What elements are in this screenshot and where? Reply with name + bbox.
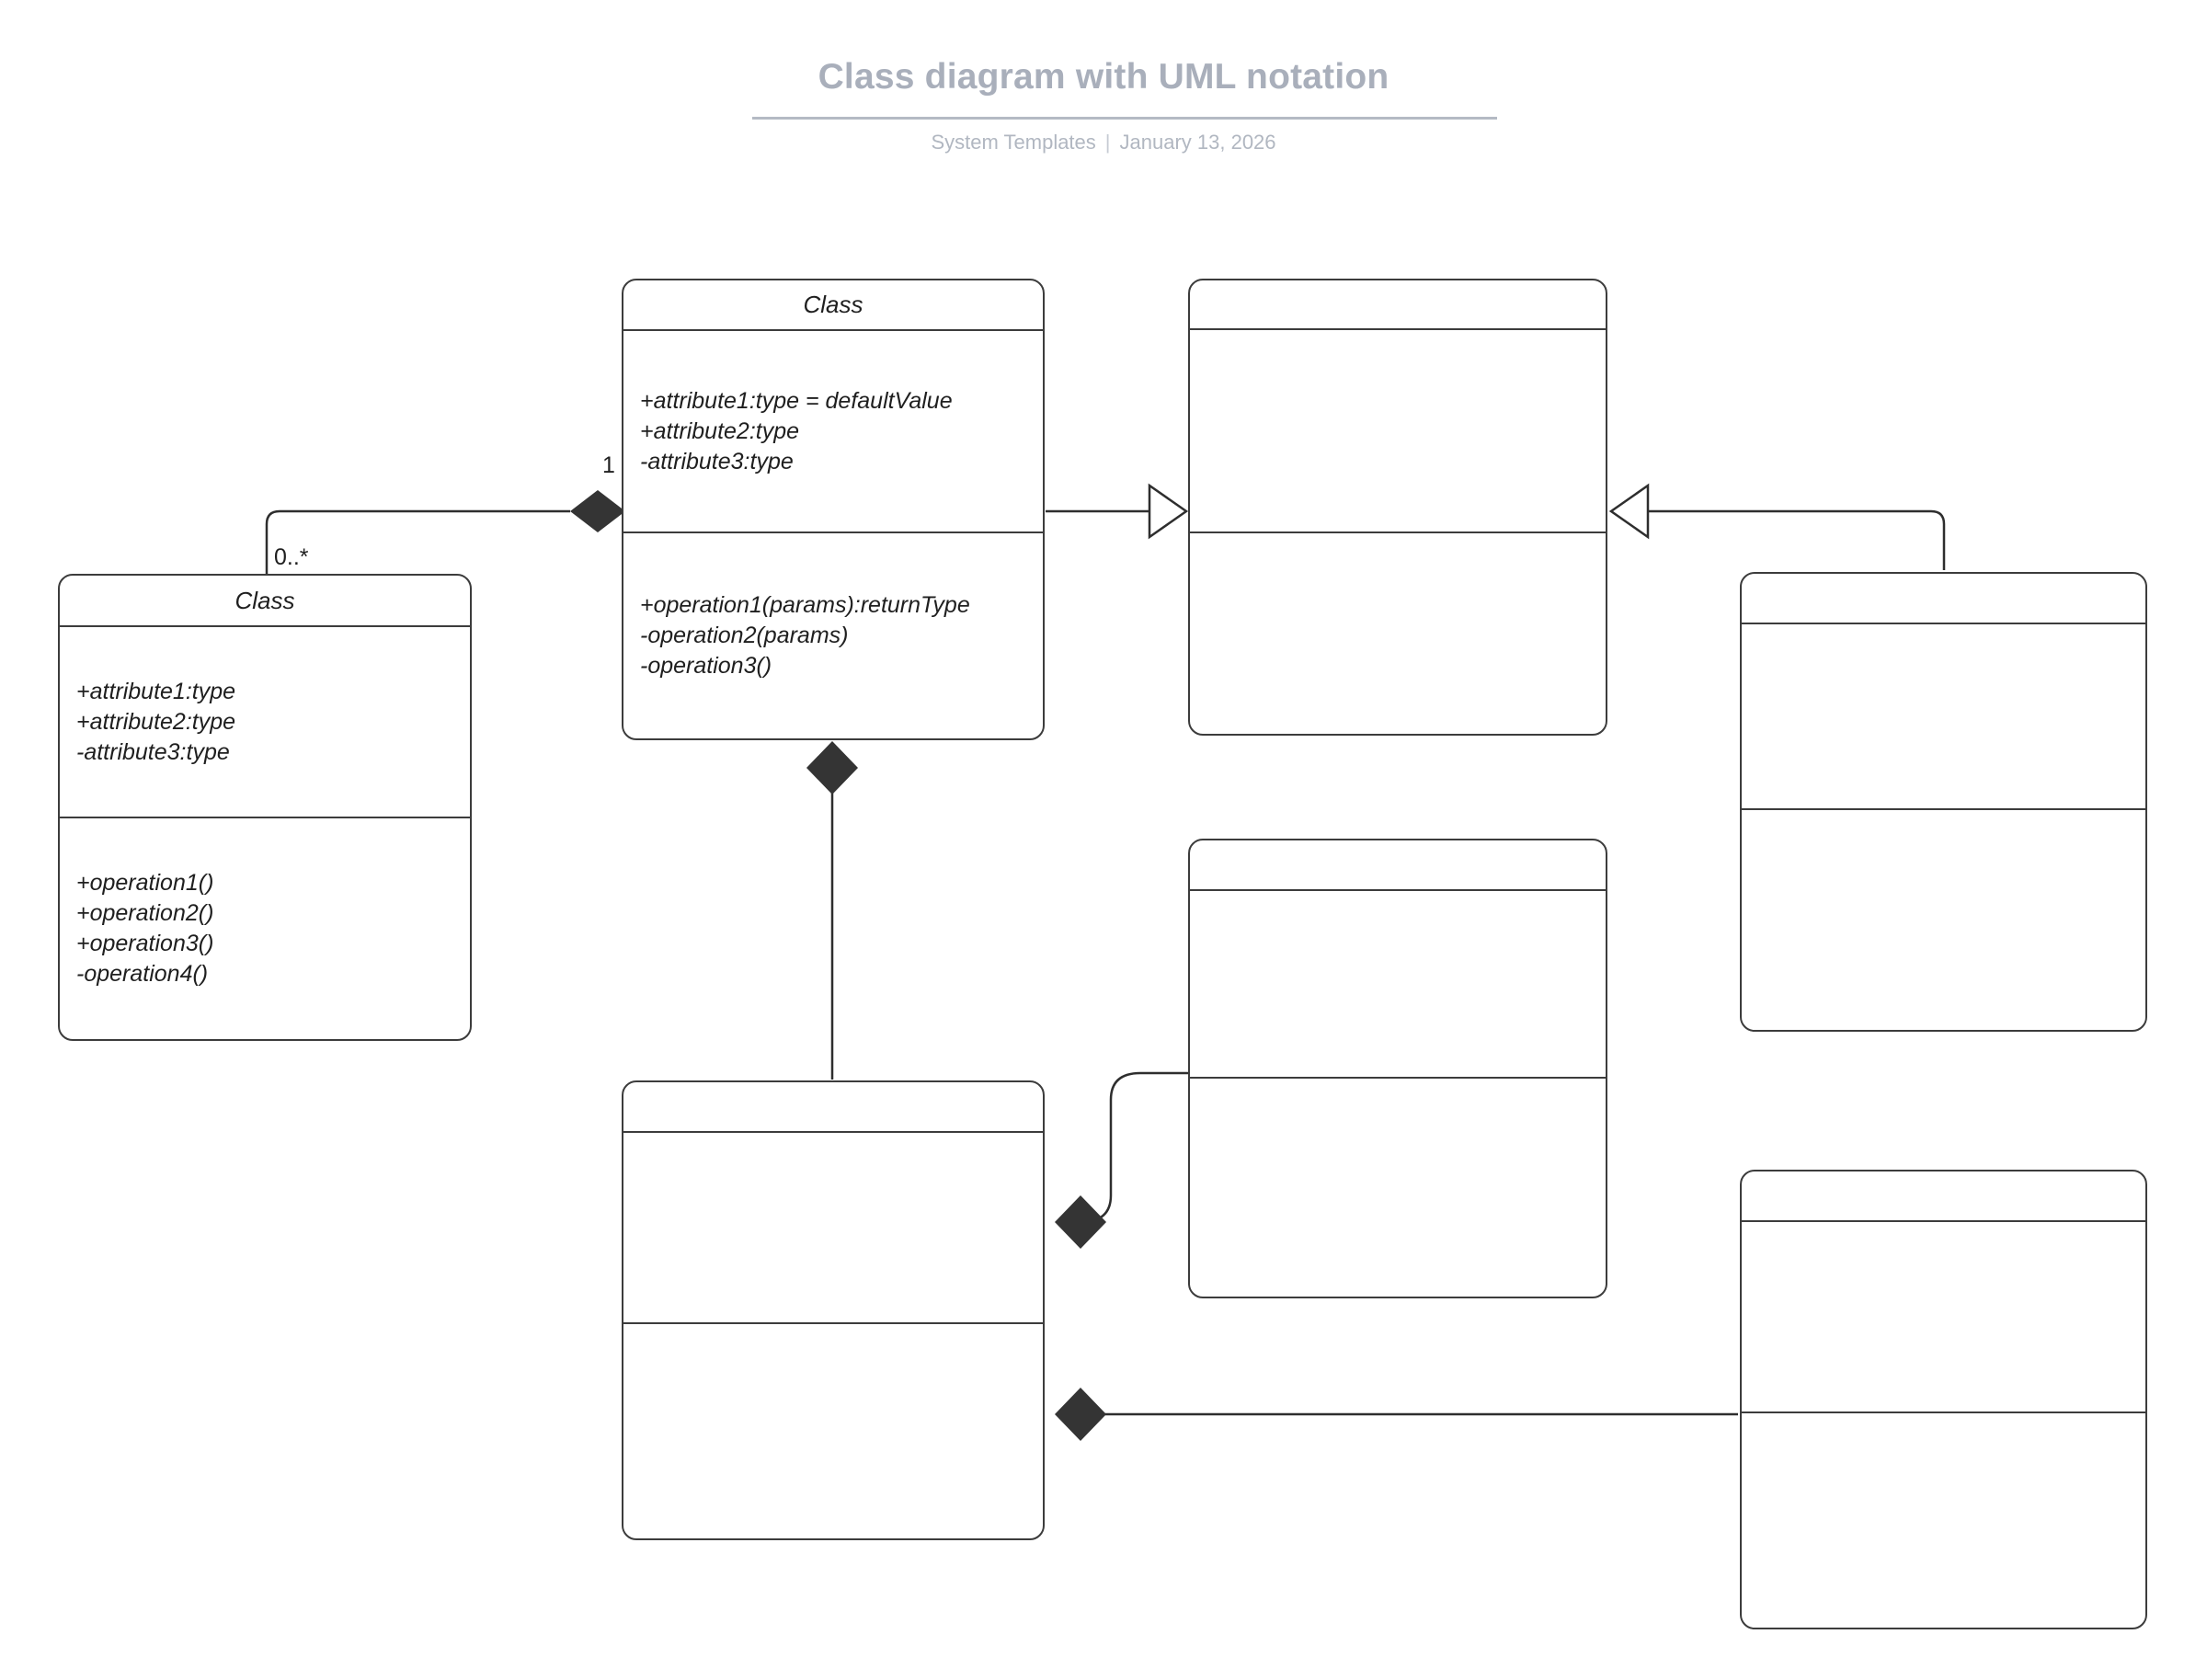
class-box-right[interactable] bbox=[1740, 572, 2147, 1032]
class-title-top-right bbox=[1190, 280, 1606, 330]
operations-section-left: +operation1() +operation2() +operation3(… bbox=[60, 818, 470, 1039]
composition-diamond-left bbox=[570, 490, 625, 532]
attributes-section-middle-right bbox=[1190, 891, 1606, 1079]
attributes-section-right bbox=[1742, 624, 2145, 810]
generalization-arrow-right bbox=[1608, 483, 1650, 540]
class-box-left[interactable]: Class +attribute1:type +attribute2:type … bbox=[58, 574, 472, 1041]
operations-section-middle-right bbox=[1190, 1079, 1606, 1296]
page-title: Class diagram with UML notation bbox=[818, 57, 1389, 97]
edge-composition-middle-right bbox=[1080, 1071, 1188, 1224]
operations-section-right bbox=[1742, 810, 2145, 1029]
attributes-section-bottom-center bbox=[623, 1133, 1043, 1324]
page-subtitle: System Templates | January 13, 2026 bbox=[0, 129, 2207, 156]
attribute-item: +attribute2:type bbox=[76, 708, 236, 735]
class-box-bottom-center[interactable] bbox=[622, 1080, 1045, 1540]
operation-item: -operation4() bbox=[76, 961, 209, 987]
class-box-center[interactable]: Class +attribute1:type = defaultValue +a… bbox=[622, 279, 1045, 740]
attributes-section-center: +attribute1:type = defaultValue +attribu… bbox=[623, 331, 1043, 533]
attributes-section-bottom-right bbox=[1742, 1222, 2145, 1413]
edge-generalization-right bbox=[1648, 509, 1946, 570]
operations-section-top-right bbox=[1190, 533, 1606, 734]
class-box-bottom-right[interactable] bbox=[1740, 1170, 2147, 1629]
composition-diamond-middle-right bbox=[1055, 1195, 1106, 1249]
class-title-middle-right bbox=[1190, 840, 1606, 891]
multiplicity-target: 0..* bbox=[274, 544, 309, 570]
operations-section-bottom-right bbox=[1742, 1413, 2145, 1627]
generalization-arrow-center bbox=[1148, 483, 1189, 540]
composition-diamond-bottom bbox=[806, 741, 858, 794]
edge-composition-left bbox=[265, 509, 570, 579]
class-title-bottom-center bbox=[623, 1082, 1043, 1133]
class-box-middle-right[interactable] bbox=[1188, 839, 1607, 1298]
operations-section-bottom-center bbox=[623, 1324, 1043, 1537]
operation-item: +operation1(params):returnType bbox=[640, 592, 970, 618]
subtitle-source: System Templates bbox=[931, 131, 1096, 154]
attribute-item: -attribute3:type bbox=[640, 448, 794, 474]
operation-item: +operation3() bbox=[76, 931, 214, 956]
class-title-center: Class bbox=[623, 280, 1043, 331]
subtitle-separator: | bbox=[1104, 131, 1111, 154]
attribute-item: +attribute1:type = defaultValue bbox=[640, 387, 953, 414]
attributes-section-left: +attribute1:type +attribute2:type -attri… bbox=[60, 627, 470, 818]
multiplicity-source: 1 bbox=[602, 452, 615, 478]
class-title-bottom-right bbox=[1742, 1171, 2145, 1222]
class-box-top-right[interactable] bbox=[1188, 279, 1607, 736]
operation-item: +operation2() bbox=[76, 900, 214, 926]
class-title-right bbox=[1742, 574, 2145, 624]
operation-item: -operation3() bbox=[640, 653, 772, 679]
operation-item: -operation2(params) bbox=[640, 623, 849, 648]
attribute-item: +attribute2:type bbox=[640, 417, 800, 444]
attributes-section-top-right bbox=[1190, 330, 1606, 533]
title-underline bbox=[752, 117, 1497, 120]
class-title-left: Class bbox=[60, 576, 470, 627]
attribute-item: -attribute3:type bbox=[76, 738, 230, 765]
page-header: Class diagram with UML notation bbox=[0, 55, 2207, 99]
attribute-item: +attribute1:type bbox=[76, 678, 236, 704]
composition-diamond-bottom-right bbox=[1055, 1388, 1106, 1441]
subtitle-date: January 13, 2026 bbox=[1119, 131, 1276, 154]
operations-section-center: +operation1(params):returnType -operatio… bbox=[623, 533, 1043, 738]
operation-item: +operation1() bbox=[76, 870, 214, 896]
